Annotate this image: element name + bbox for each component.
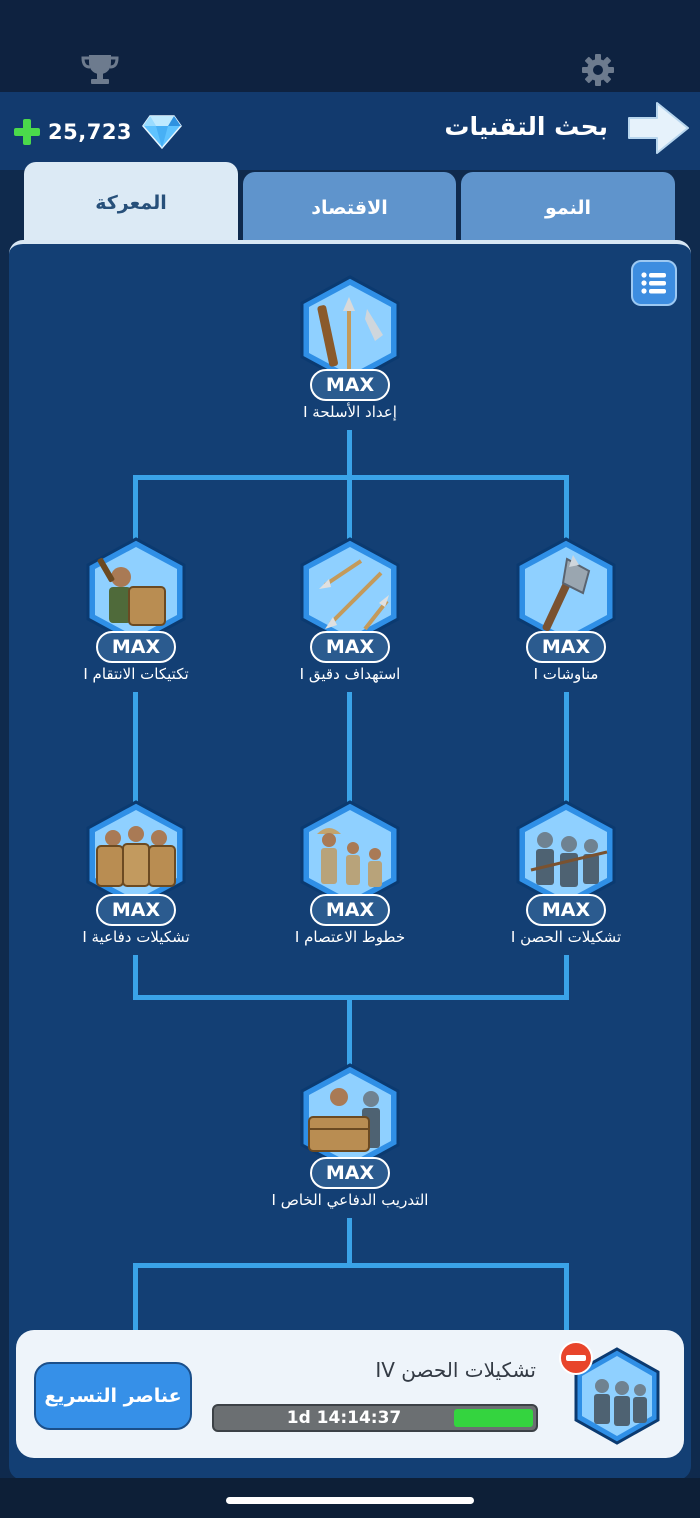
max-badge: MAX xyxy=(526,631,606,663)
connector-line xyxy=(133,1263,138,1333)
armored-soldiers-icon[interactable] xyxy=(572,1346,662,1446)
top-bar xyxy=(0,0,700,92)
diamond-icon xyxy=(142,115,182,150)
connector-line xyxy=(564,955,569,1000)
connector-line xyxy=(347,995,352,1070)
tech-node-precise-targeting[interactable]: MAX استهداف دقيق I xyxy=(295,537,405,683)
tech-node-fortress-formations[interactable]: MAX تشكيلات الحصن I xyxy=(511,800,621,946)
max-badge: MAX xyxy=(526,894,606,926)
weapons-icon xyxy=(300,275,400,385)
warrior-shield-icon xyxy=(86,537,186,647)
page-title: بحث التقنيات xyxy=(444,112,608,141)
connector-line xyxy=(133,955,138,1000)
tab-battle[interactable]: المعركة xyxy=(24,162,238,242)
tech-label: تشكيلات دفاعية I xyxy=(82,928,190,946)
tech-node-special-defense-training[interactable]: MAX التدريب الدفاعي الخاص I xyxy=(272,1063,428,1209)
list-icon xyxy=(641,272,666,294)
max-badge: MAX xyxy=(96,631,176,663)
trophy-icon[interactable] xyxy=(80,52,120,86)
tech-node-weapons-prep[interactable]: MAX إعداد الأسلحة I xyxy=(295,275,405,421)
shield-wall-icon xyxy=(86,800,186,910)
tech-label: استهداف دقيق I xyxy=(299,665,401,683)
armored-soldiers-icon xyxy=(516,800,616,910)
research-timer: 1d 14:14:37 xyxy=(286,1408,402,1428)
tech-label: إعداد الأسلحة I xyxy=(303,403,397,421)
gear-icon[interactable] xyxy=(580,52,616,88)
tech-node-revenge-tactics[interactable]: MAX تكتيكات الانتقام I xyxy=(81,537,191,683)
tech-label: تكتيكات الانتقام I xyxy=(83,665,189,683)
tab-economy[interactable]: الاقتصاد xyxy=(243,172,456,240)
connector-line xyxy=(133,1263,569,1268)
halberd-icon xyxy=(516,537,616,647)
tech-label: خطوط الاعتصام I xyxy=(294,928,406,946)
soldiers-icon xyxy=(300,800,400,910)
progress-fill xyxy=(454,1409,533,1427)
home-indicator[interactable] xyxy=(226,1497,474,1504)
connector-line xyxy=(564,692,569,807)
connector-line xyxy=(564,1263,569,1333)
defenders-icon xyxy=(300,1063,400,1173)
tech-label: مناوشات I xyxy=(533,665,599,683)
tech-label: تشكيلات الحصن I xyxy=(510,928,622,946)
research-progress-bar: 1d 14:14:37 xyxy=(212,1404,538,1432)
tech-node-defensive-formations[interactable]: MAX تشكيلات دفاعية I xyxy=(81,800,191,946)
connector-line xyxy=(347,1218,352,1268)
max-badge: MAX xyxy=(310,894,390,926)
connector-line xyxy=(347,430,352,480)
gem-counter[interactable]: 25,723 xyxy=(14,114,182,150)
plus-icon[interactable] xyxy=(14,119,40,145)
current-research-name: تشكيلات الحصن IV xyxy=(375,1358,536,1382)
tab-growth[interactable]: النمو xyxy=(461,172,675,240)
max-badge: MAX xyxy=(96,894,176,926)
connector-line xyxy=(564,475,569,545)
speedup-button[interactable]: عناصر التسريع xyxy=(34,1362,192,1430)
connector-line xyxy=(133,692,138,807)
max-badge: MAX xyxy=(310,1157,390,1189)
gem-count: 25,723 xyxy=(48,120,133,144)
max-badge: MAX xyxy=(310,631,390,663)
arrow-icon[interactable] xyxy=(625,100,691,156)
cancel-icon[interactable] xyxy=(558,1340,594,1376)
connector-line xyxy=(133,475,138,545)
connector-line xyxy=(347,475,352,545)
tech-label: التدريب الدفاعي الخاص I xyxy=(271,1191,429,1209)
header-bar xyxy=(0,92,700,170)
max-badge: MAX xyxy=(310,369,390,401)
tech-node-skirmishes[interactable]: MAX مناوشات I xyxy=(511,537,621,683)
connector-line xyxy=(347,692,352,807)
tech-node-holdout-lines[interactable]: MAX خطوط الاعتصام I xyxy=(295,800,405,946)
list-button[interactable] xyxy=(631,260,677,306)
